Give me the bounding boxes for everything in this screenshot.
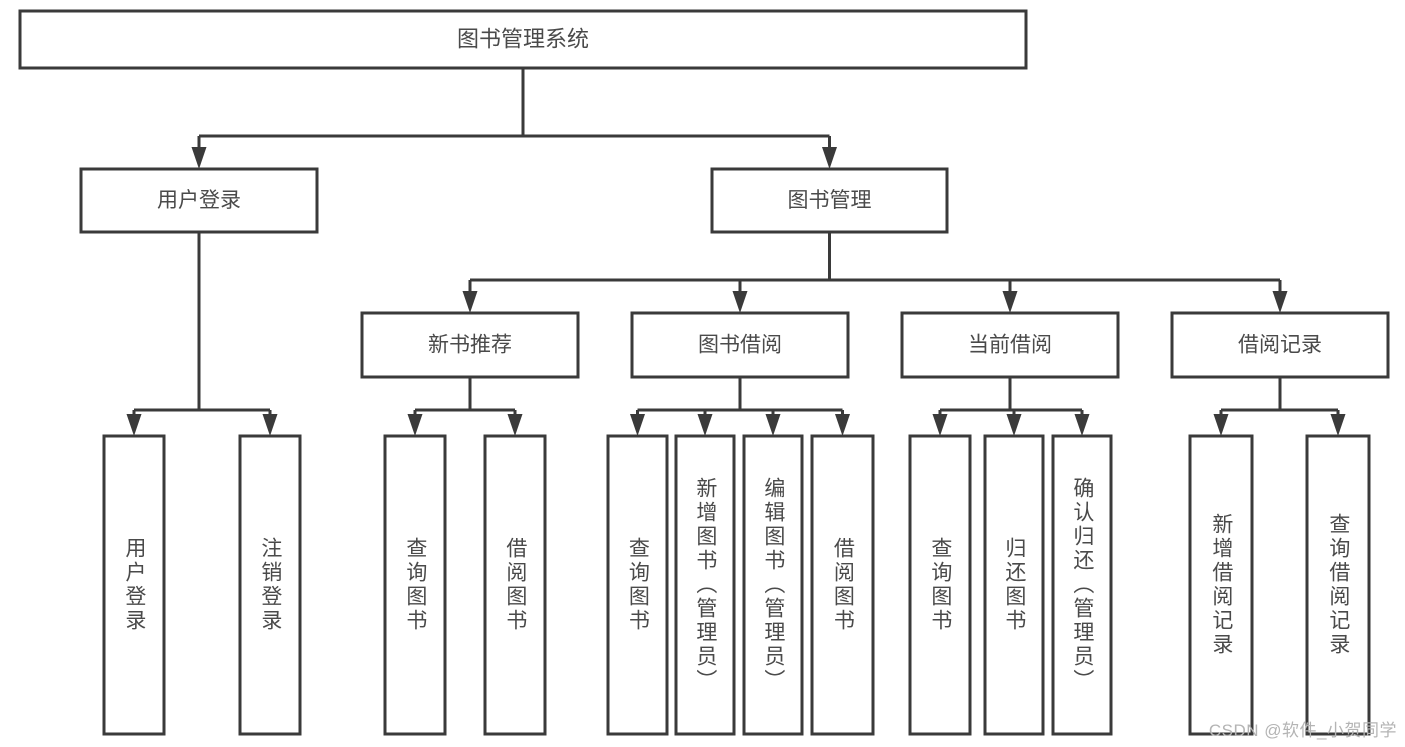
node-box-当前借阅[interactable] (900, 311, 1120, 379)
connector-group-图书借阅 (630, 377, 850, 436)
node-box-确认归还管理员[interactable] (1051, 434, 1113, 736)
node-label-当前借阅: 当前借阅 (968, 334, 1052, 357)
arrow-head-icon (697, 414, 713, 436)
arrow-head-icon (765, 414, 781, 436)
node-box-新书推荐[interactable] (360, 311, 580, 379)
node-box-新增图书管理员[interactable] (674, 434, 736, 736)
node-box-编辑图书管理员[interactable] (742, 434, 804, 736)
arrow-head-icon (462, 291, 478, 313)
connector-group-图书管理系统 (191, 68, 837, 169)
arrow-head-icon (507, 414, 523, 436)
connector-group-借阅记录 (1213, 377, 1346, 436)
connector-group-用户登录 (126, 232, 278, 436)
node-box-图书管理系统[interactable] (18, 9, 1028, 70)
arrow-head-icon (630, 414, 645, 436)
arrow-head-icon (1074, 414, 1090, 436)
node-box-用户登录[interactable] (79, 167, 319, 234)
arrow-head-icon (822, 147, 837, 169)
watermark: CSDN @软件_小贺同学 (1208, 721, 1397, 740)
node-box-新增借阅记录[interactable] (1188, 434, 1254, 736)
node-box-归还图书[interactable] (983, 434, 1045, 736)
node-box-借阅图书[interactable] (483, 434, 547, 736)
arrow-head-icon (262, 414, 278, 436)
node-label-新书推荐: 新书推荐 (428, 334, 512, 357)
arrow-head-icon (126, 414, 142, 436)
node-box-图书借阅[interactable] (630, 311, 850, 379)
node-label-用户登录: 用户登录 (157, 189, 241, 212)
arrow-head-icon (1006, 414, 1022, 436)
node-box-查询图书[interactable] (908, 434, 972, 736)
node-box-查询图书[interactable] (606, 434, 669, 736)
connector-layer (126, 68, 1346, 436)
node-box-layer (18, 9, 1390, 736)
connector-group-新书推荐 (407, 377, 523, 436)
arrow-head-icon (732, 291, 748, 313)
arrow-head-icon (1330, 414, 1346, 436)
node-label-图书借阅: 图书借阅 (698, 334, 782, 357)
node-box-查询图书[interactable] (383, 434, 447, 736)
node-box-图书管理[interactable] (710, 167, 949, 234)
node-label-借阅记录: 借阅记录 (1238, 334, 1322, 357)
arrow-head-icon (407, 414, 423, 436)
node-box-注销登录[interactable] (238, 434, 302, 736)
arrow-head-icon (932, 414, 948, 436)
node-label-图书管理系统: 图书管理系统 (457, 26, 589, 51)
arrow-head-icon (835, 414, 850, 436)
connector-group-图书管理 (462, 232, 1288, 313)
node-box-查询借阅记录[interactable] (1305, 434, 1371, 736)
arrow-head-icon (191, 147, 207, 169)
node-box-借阅记录[interactable] (1170, 311, 1390, 379)
node-box-借阅图书[interactable] (810, 434, 875, 736)
arrow-head-icon (1002, 291, 1018, 313)
arrow-head-icon (1213, 414, 1229, 436)
connector-group-当前借阅 (932, 377, 1090, 436)
node-label-图书管理: 图书管理 (788, 189, 872, 212)
arrow-head-icon (1272, 291, 1288, 313)
node-box-用户登录[interactable] (102, 434, 166, 736)
